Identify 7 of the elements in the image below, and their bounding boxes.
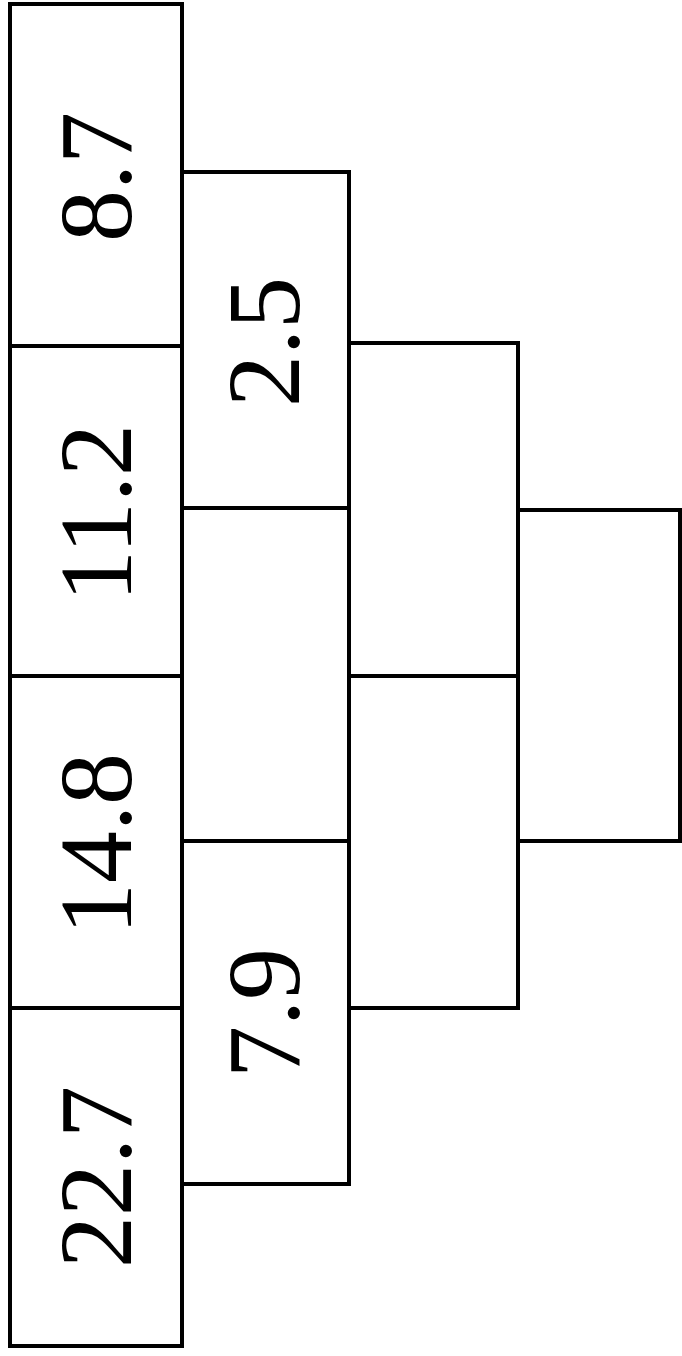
number-box [8, 1006, 184, 1348]
number-label: 11.2 [44, 423, 148, 603]
number-label: 7.9 [211, 947, 316, 1078]
number-label: 2.5 [211, 277, 316, 407]
number-label: 8.7 [44, 112, 148, 242]
number-label: 14.8 [44, 753, 148, 935]
number-label: 22.7 [44, 1086, 148, 1268]
